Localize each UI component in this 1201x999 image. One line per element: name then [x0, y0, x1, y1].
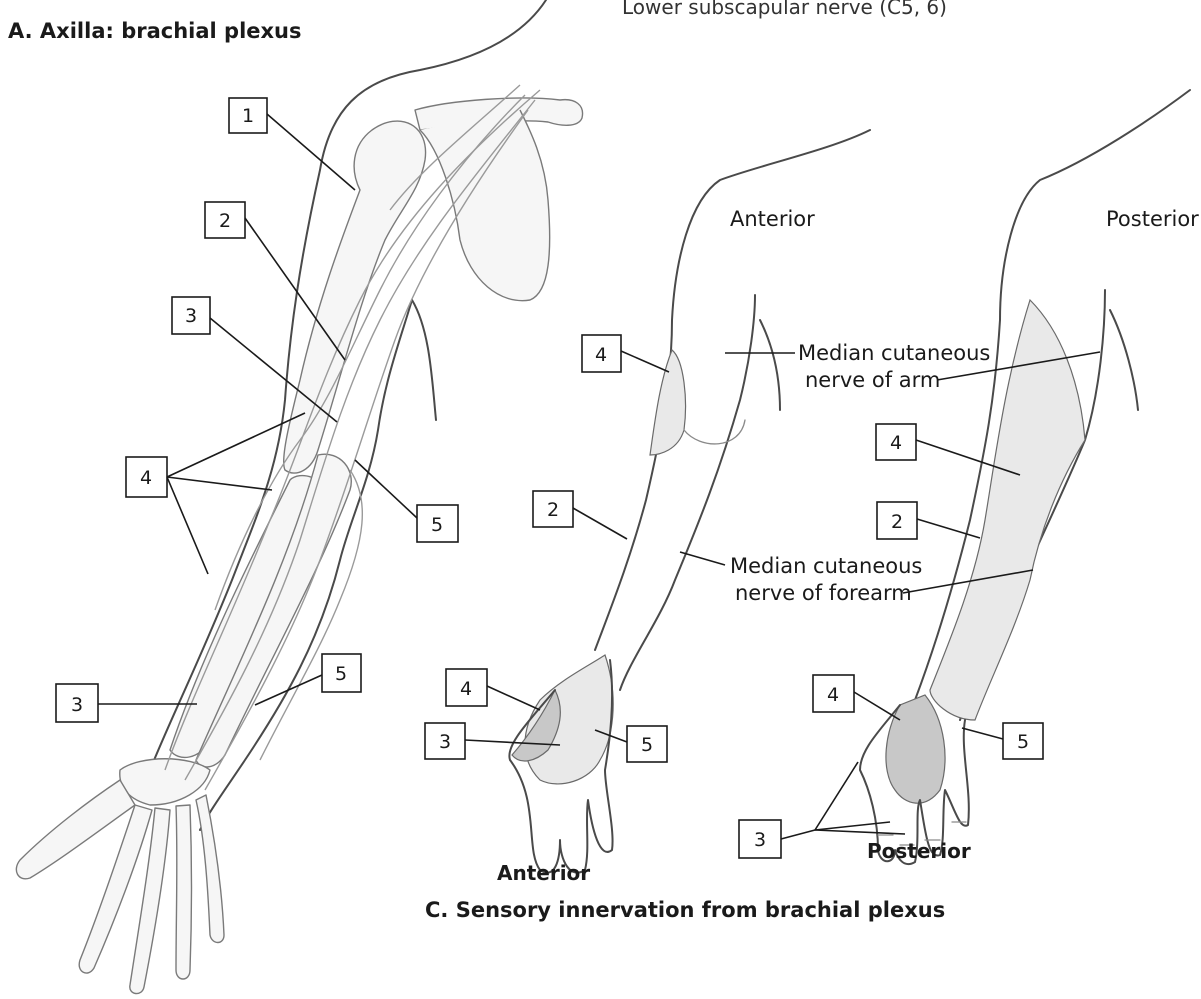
callout-ant4-arm: 4 [582, 335, 669, 372]
anterior-view-label: Anterior [730, 207, 815, 231]
panel-a-arm-drawing [16, 0, 582, 994]
svg-text:5: 5 [641, 734, 653, 756]
svg-text:5: 5 [431, 514, 443, 536]
carpals [120, 759, 210, 805]
callout-ant4-hand: 4 [446, 669, 540, 710]
arm-label-line2: nerve of arm [805, 368, 940, 392]
callout-post2: 2 [877, 502, 980, 539]
svg-text:5: 5 [335, 663, 347, 685]
svg-text:5: 5 [1017, 731, 1029, 753]
forearm-label-line2: nerve of forearm [735, 581, 912, 605]
posterior-chest-line [1110, 310, 1138, 410]
callout-post4-hand: 4 [813, 675, 900, 720]
svg-text:3: 3 [71, 694, 83, 716]
svg-text:2: 2 [219, 210, 231, 232]
svg-text:3: 3 [754, 829, 766, 851]
anterior-elbow-line [684, 420, 745, 444]
svg-text:3: 3 [439, 731, 451, 753]
finger-ring [176, 805, 192, 979]
anterior-hand-caption: Anterior [497, 861, 590, 885]
chest-outline [412, 300, 436, 420]
svg-text:4: 4 [460, 678, 472, 700]
panel-a-title: A. Axilla: brachial plexus [8, 19, 302, 43]
panel-c-title: C. Sensory innervation from brachial ple… [425, 898, 945, 922]
posterior-hand-caption: Posterior [867, 839, 971, 863]
callout-a5-upper: 5 [355, 460, 458, 542]
forearm-label-line1: Median cutaneous [730, 554, 922, 578]
forearm-label-leader-ant [680, 552, 725, 565]
callout-a1: 1 [229, 98, 355, 190]
callout-post5: 5 [962, 723, 1043, 759]
svg-text:4: 4 [827, 684, 839, 706]
svg-text:3: 3 [185, 305, 197, 327]
arm-label-line1: Median cutaneous [798, 341, 990, 365]
humerus [284, 121, 426, 473]
svg-text:1: 1 [242, 105, 254, 127]
posterior-view-label: Posterior [1106, 207, 1199, 231]
anterior-chest-line [760, 320, 780, 410]
svg-text:2: 2 [891, 511, 903, 533]
callout-ant2: 2 [533, 491, 627, 539]
finger-little [196, 795, 224, 943]
svg-text:2: 2 [547, 499, 559, 521]
anterior-medial-outline [620, 295, 755, 690]
svg-text:4: 4 [890, 432, 902, 454]
svg-text:4: 4 [140, 467, 152, 489]
top-cropped-caption: Lower subscapular nerve (C5, 6) [622, 0, 947, 19]
callout-a3-lower: 3 [56, 684, 197, 722]
svg-text:4: 4 [595, 344, 607, 366]
